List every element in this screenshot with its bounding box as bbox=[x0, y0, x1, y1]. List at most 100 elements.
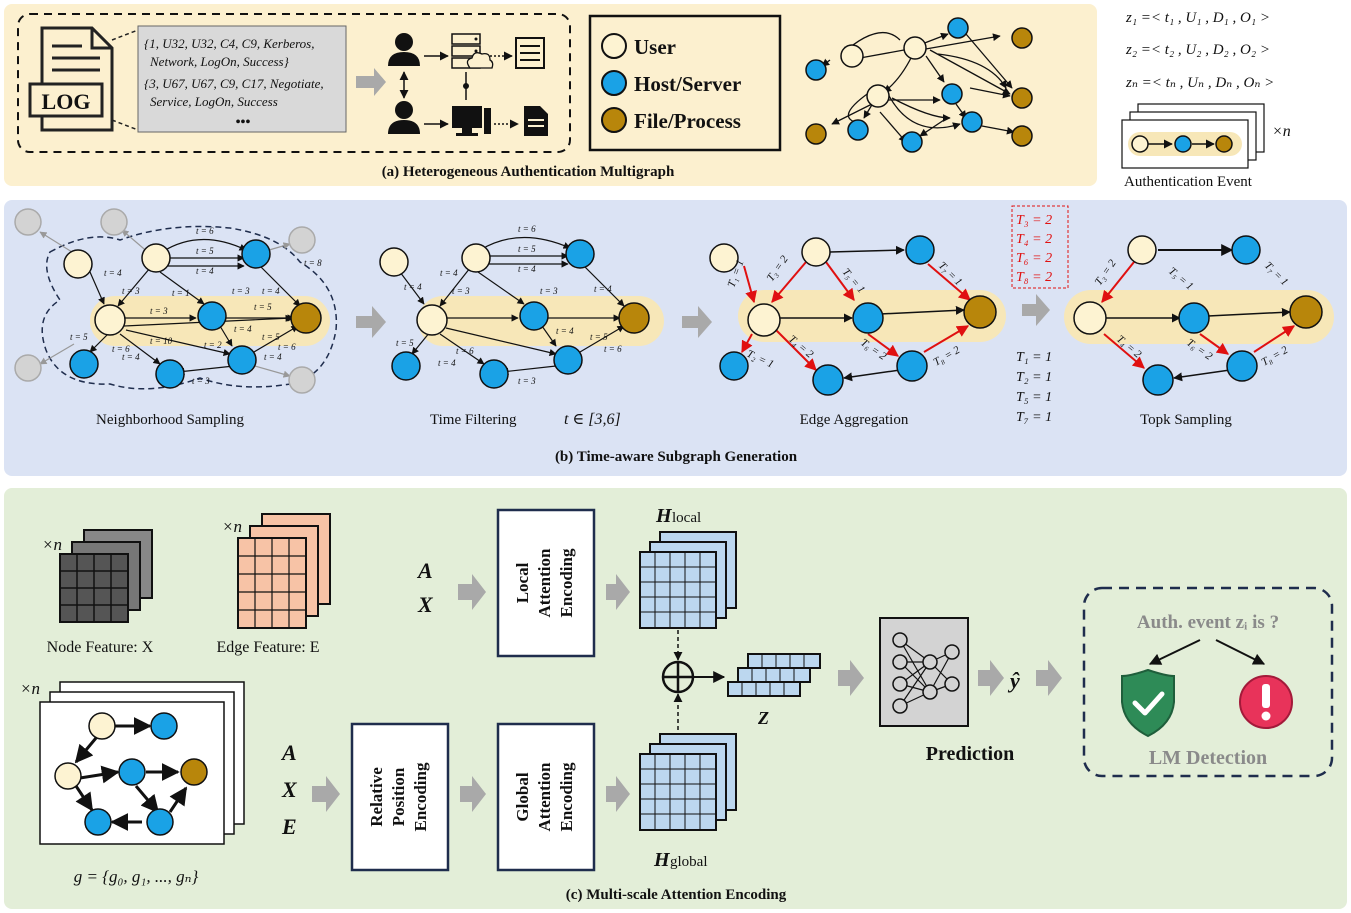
edge-label-s1: t = 5 bbox=[196, 246, 214, 256]
black-weight-0: T₁ = 1 bbox=[1016, 350, 1052, 365]
edge-label-s18: t = 4 bbox=[122, 352, 140, 362]
edge-label-s20: t = 5 bbox=[254, 302, 272, 312]
input-top-x: X bbox=[417, 592, 434, 617]
h-global-label: H bbox=[653, 849, 671, 871]
node-feature-times-n: ×n bbox=[42, 535, 62, 554]
edge-label-f13: t = 3 bbox=[518, 376, 536, 386]
z-stack: Z bbox=[727, 653, 821, 728]
alert-icon bbox=[1239, 675, 1293, 729]
detection-label: LM Detection bbox=[1149, 747, 1267, 769]
graph-stack: ×n g = {g₀, g₁, ..., gₙ} bbox=[20, 679, 245, 886]
computer-icon bbox=[452, 106, 491, 136]
edge-weights: T₃ = 2 T₄ = 2 T₆ = 2 T₈ = 2 T₁ = 1 T₂ = … bbox=[1011, 205, 1069, 425]
edge-feature-times-n: ×n bbox=[222, 517, 242, 536]
edge-label-f10: t = 4 bbox=[556, 326, 574, 336]
rpe-block-line-1: Relative bbox=[367, 767, 386, 827]
edge-label-f0: t = 6 bbox=[518, 224, 536, 234]
rpe-block-line-2: Position bbox=[389, 767, 408, 826]
edge-label-s16: t = 6 bbox=[278, 342, 296, 352]
arrow-c1 bbox=[458, 574, 486, 610]
edge-label-s3: t = 4 bbox=[104, 268, 122, 278]
graph-stack-times-n: ×n bbox=[20, 679, 40, 698]
arrow-b2 bbox=[682, 306, 712, 338]
red-weight-0: T₃ = 2 bbox=[1016, 213, 1052, 228]
h-global-stack: H global bbox=[639, 733, 737, 871]
edge-label-s15: t = 4 bbox=[264, 352, 282, 362]
edge-feature-stack: ×n Edge Feature: E bbox=[216, 513, 331, 656]
edge-label-s8: t = 8 bbox=[304, 258, 322, 268]
node-feature-label: Node Feature: X bbox=[47, 639, 154, 656]
log-record-1-line-2: Network, LogOn, Success} bbox=[149, 54, 290, 69]
user-icon-bottom bbox=[388, 101, 420, 134]
edge-label-s17: t = 3 bbox=[192, 376, 210, 386]
node-feature-stack: ×n Node Feature: X bbox=[42, 529, 154, 656]
edge-label-f3: t = 4 bbox=[440, 268, 458, 278]
edge-label-f4: t = 3 bbox=[452, 286, 470, 296]
process-icon bbox=[515, 37, 545, 69]
input-bottom-x: X bbox=[281, 777, 298, 802]
panel-a: LOG {1, U32, U32, C4, C9, Kerberos, Netw… bbox=[4, 4, 1097, 186]
legend-host-label: Host/Server bbox=[634, 72, 741, 96]
edge-label-s12: t = 2 bbox=[204, 340, 222, 350]
arrow-b1 bbox=[356, 306, 386, 338]
panel-a-title: (a) Heterogeneous Authentication Multigr… bbox=[382, 164, 675, 180]
graph-set-label: g = {g₀, g₁, ..., gₙ} bbox=[74, 867, 199, 886]
local-block-line-3: Encoding bbox=[557, 548, 576, 617]
detection-question: Auth. event zᵢ is ? bbox=[1137, 612, 1279, 633]
z-label: Z bbox=[757, 708, 769, 728]
red-weight-3: T₈ = 2 bbox=[1016, 270, 1052, 285]
edge-label-f1: t = 5 bbox=[518, 244, 536, 254]
panel-b-background bbox=[4, 200, 1347, 476]
edge-label-s19: t = 3 bbox=[150, 306, 168, 316]
edge-label-f14: t = 4 bbox=[594, 284, 612, 294]
multigraph-nodes bbox=[805, 17, 1033, 153]
edge-label-s5: t = 1 bbox=[172, 288, 190, 298]
log-record-2-line-1: {3, U67, U67, C9, C17, Negotiate, bbox=[144, 76, 324, 91]
log-ellipsis: ••• bbox=[236, 115, 251, 130]
edge-label-f12: t = 6 bbox=[604, 344, 622, 354]
detection-box: Auth. event zᵢ is ? LM Detection bbox=[1082, 586, 1334, 778]
y-hat: ŷ bbox=[1007, 668, 1020, 693]
input-top-a: A bbox=[416, 558, 433, 583]
log-record-1-line-1: {1, U32, U32, C4, C9, Kerberos, bbox=[144, 36, 314, 51]
arrow-c2 bbox=[606, 574, 630, 610]
shield-check-icon bbox=[1121, 668, 1175, 738]
log-record-2-line-2: Service, LogOn, Success bbox=[150, 94, 278, 109]
arrow-c8 bbox=[1036, 660, 1062, 696]
document-icon bbox=[524, 106, 548, 136]
input-bottom-a: A bbox=[280, 740, 297, 765]
server-icon bbox=[451, 33, 494, 69]
edge-label-f7: t = 5 bbox=[396, 338, 414, 348]
rpe-block-line-3: Encoding bbox=[411, 762, 430, 831]
black-weight-1: T₂ = 1 bbox=[1016, 370, 1052, 385]
step-label-edge-aggregation: Edge Aggregation bbox=[800, 412, 909, 428]
edge-label-s10: t = 10 bbox=[150, 336, 173, 346]
red-weights-box bbox=[1011, 205, 1069, 289]
auth-event-line-n: zₙ =< tₙ , Uₙ , Dₙ , Oₙ > bbox=[1125, 75, 1274, 91]
arrow-c6 bbox=[838, 660, 864, 696]
log-dashed-box bbox=[17, 13, 571, 153]
edge-label-s7: t = 4 bbox=[262, 286, 280, 296]
relative-position-block: Relative Position Encoding bbox=[350, 722, 450, 872]
h-local-stack: H local bbox=[639, 505, 737, 629]
local-block-line-1: Local bbox=[513, 562, 532, 603]
edge-label-s11: t = 6 bbox=[112, 344, 130, 354]
log-label: LOG bbox=[42, 89, 91, 114]
global-attention-block: Global Attention Encoding bbox=[496, 722, 596, 872]
h-local-label: H bbox=[655, 505, 673, 527]
log-to-graph-arrow bbox=[356, 68, 386, 96]
black-weight-2: T₅ = 1 bbox=[1016, 390, 1052, 405]
legend-user-label: User bbox=[634, 35, 676, 59]
edge-label-s4: t = 3 bbox=[122, 286, 140, 296]
edge-label-f6: t = 3 bbox=[540, 286, 558, 296]
auth-event-line-2: z₂ =< t₂ , U₂ , D₂ , O₂ > bbox=[1125, 42, 1270, 58]
prediction-network: Prediction bbox=[879, 617, 1014, 765]
edge-label-f8: t = 6 bbox=[456, 346, 474, 356]
panel-c-title: (c) Multi-scale Attention Encoding bbox=[566, 887, 787, 903]
panel-b-title: (b) Time-aware Subgraph Generation bbox=[555, 449, 798, 465]
local-attention-block: Local Attention Encoding bbox=[496, 508, 596, 658]
log-file-icon: LOG bbox=[28, 26, 114, 132]
panel-c: ×n Node Feature: X ×n Edge Feature: E ×n bbox=[4, 488, 1347, 909]
step-label-topk-sampling: Topk Sampling bbox=[1140, 412, 1232, 428]
